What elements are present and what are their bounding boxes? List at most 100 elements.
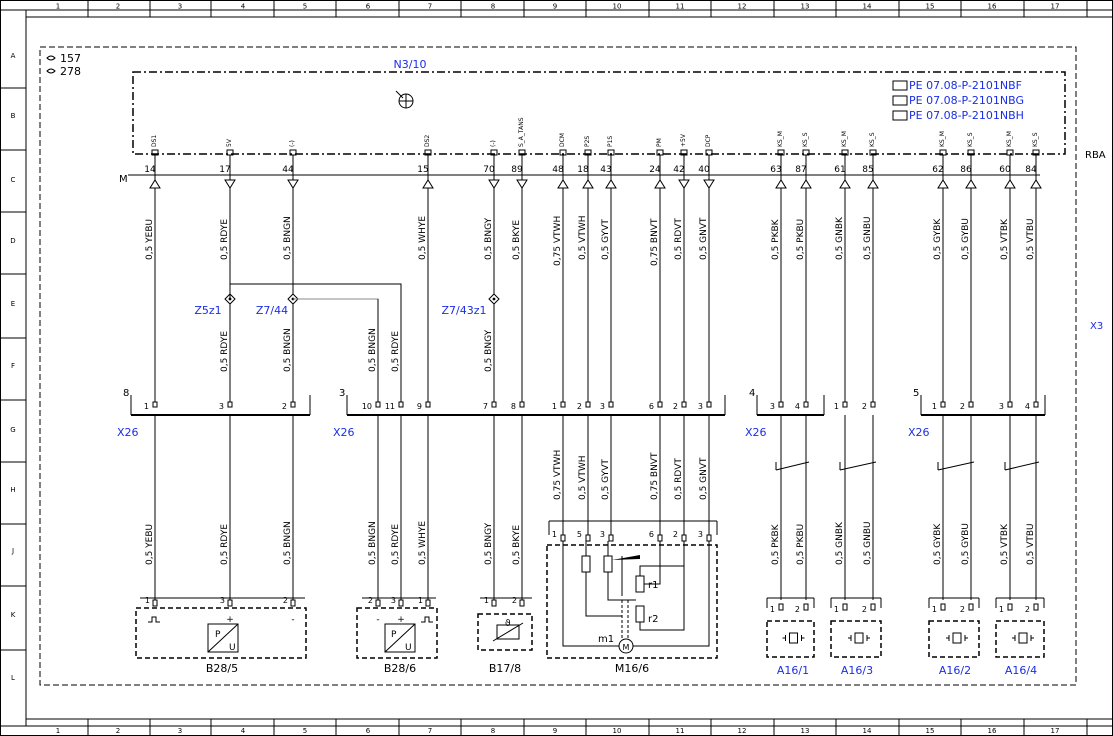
connector-pin-number: 6 [649,402,654,411]
column-label-bottom: 17 [1051,727,1060,735]
connector-pin [152,401,158,408]
pressure-sensor-diagonal [207,623,239,653]
sensor-p-label: P [215,630,221,640]
wire-label: 0,5 VTBU [1026,523,1036,565]
part-label-r2: r2 [648,614,658,625]
reference-number: 278 [60,65,81,78]
column-label-bottom: 16 [988,727,997,735]
pin-signal-name: (-) [490,140,497,147]
component-pin-number: 3 [391,596,396,605]
connector-pin [585,401,591,408]
wire-label: 0,75 BNVT [650,452,660,500]
component-pin-number: 1 [932,605,937,614]
component-pin-number: 2 [960,605,965,614]
row-label: G [10,426,15,434]
x3-label: X3 [1090,321,1103,332]
connector-pin-number: 2 [282,402,287,411]
input-arrow-icon [582,179,594,189]
pin-number: 44 [282,165,294,175]
wire-label: 0,5 VTWH [578,216,588,261]
pin-number: 63 [770,165,781,175]
connector-pin [803,401,809,408]
connector-number: 5 [913,388,919,399]
component-pin-number: 2 [1025,605,1030,614]
wire-label: 0,75 VTWH [553,450,563,500]
piezo-element [952,632,962,644]
connector-pin-number: 3 [219,402,224,411]
column-label-bottom: 5 [303,727,307,735]
connector-number: 8 [123,388,129,399]
connector-pin [1033,401,1039,408]
column-label-top: 7 [428,3,432,11]
component-pin [290,599,296,607]
reference-number: 157 [60,52,81,65]
wire-label: 0,5 YEBU [145,524,155,565]
internal-resistor [581,555,591,573]
splice-label: Z5z1 [194,304,221,317]
wire-label: 0,5 VTBU [1026,218,1036,260]
wire-label: 0,5 GYVT [601,459,611,500]
connector-pin [398,401,404,408]
pin-signal-name: KS_M [841,131,848,147]
wire-label: 0,5 GYBU [961,218,971,260]
component-pin [608,534,614,542]
pulse-icon [421,616,433,623]
connector-pin [870,401,876,408]
wire-label: 0,5 BNGN [283,328,293,372]
output-arrow-icon [287,179,299,189]
wire-label: 0,5 PKBU [796,524,806,565]
wire-label: 0,5 RDYE [220,524,230,565]
component-pin [398,599,404,607]
component-pin-number: 6 [649,530,654,539]
sensor-p-label: P [391,630,397,640]
input-arrow-icon [654,179,666,189]
input-arrow-icon [775,179,787,189]
connector-pin-number: 10 [362,402,372,411]
wire-label: 0,5 WHYE [418,216,428,260]
column-label-top: 4 [241,3,246,11]
motor-label: M [623,643,630,652]
row-label: A [11,52,16,60]
column-label-bottom: 8 [491,727,495,735]
twisted-pair-mark [775,461,810,471]
component-pin [375,599,381,607]
pin-number: 89 [511,165,523,175]
column-label-top: 6 [366,3,371,11]
component-pin [681,534,687,542]
pulse-icon [148,616,160,623]
splice-label: Z7/44 [256,304,288,317]
wire-label: 0,5 BKYE [512,525,522,565]
wire-label: 0,5 BNGN [283,216,293,260]
input-arrow-icon [937,179,949,189]
wire-label: 0,5 GYBK [933,218,943,260]
temperature-sensor-symbol [496,624,520,640]
wire [293,298,379,402]
input-arrow-icon [867,179,879,189]
connector-pin [968,401,974,408]
pin-signal-name: PM [656,138,663,147]
component-pin-number: 2 [862,605,867,614]
connector-pin [375,401,381,408]
column-label-bottom: 13 [801,727,810,735]
sensor-u-label: U [229,643,236,653]
input-arrow-icon [839,179,851,189]
connector-label: X26 [333,426,355,439]
pin-number: 14 [144,165,156,175]
part-label-m1: m1 [598,634,614,645]
column-label-bottom: 1 [56,727,60,735]
component-knock-sensor [766,620,815,658]
splice-dot [492,297,496,301]
column-label-top: 16 [988,3,997,11]
connector-pin-number: 8 [511,402,516,411]
component-pin-number: 1 [418,596,423,605]
connector-pin-number: 3 [600,402,605,411]
column-label-bottom: 2 [116,727,120,735]
input-arrow-icon [149,179,161,189]
wire [585,572,622,617]
connector-label: X26 [908,426,930,439]
column-label-top: 17 [1051,3,1060,11]
wire-label: 0,5 PKBU [796,219,806,260]
twisted-pair-mark [1004,461,1040,471]
column-label-bottom: 14 [863,727,872,735]
